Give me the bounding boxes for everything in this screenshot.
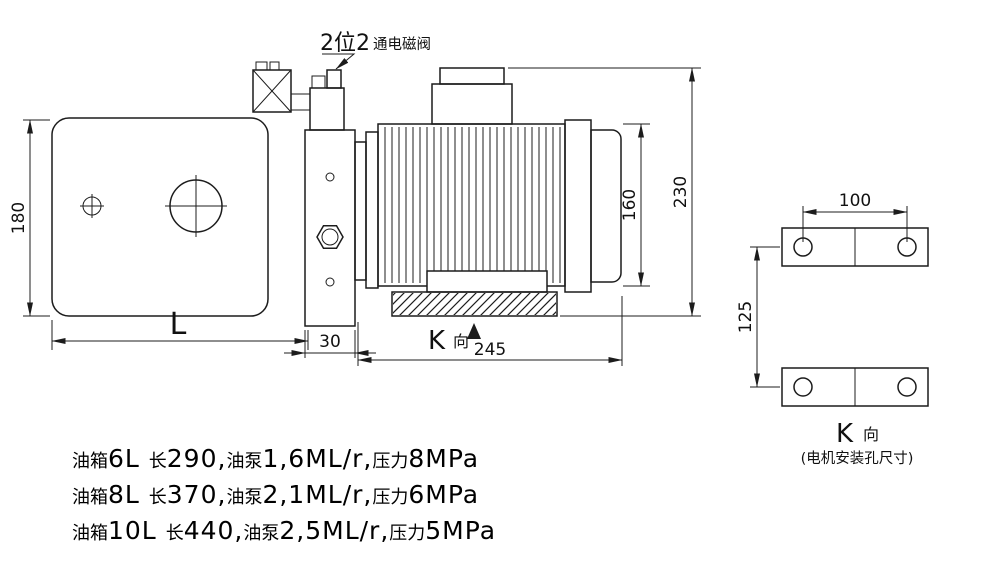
- terminal-box-cap: [439, 67, 505, 85]
- dim-row-pitch-value: 125: [736, 301, 756, 333]
- spec-text-label: 油泵: [226, 451, 263, 472]
- spec-text-value: 2,1ML/r,: [262, 480, 373, 509]
- pump-block: [304, 129, 356, 327]
- dim-overall-height-value: 230: [671, 176, 691, 208]
- view-k-letter: K: [428, 326, 446, 356]
- motor-flange: [365, 131, 379, 289]
- spec-text-label: 压力: [372, 451, 409, 472]
- spec-text-label: 长: [148, 451, 167, 472]
- pump-block-outline: [304, 129, 356, 327]
- valve-label-big: 2位2: [320, 31, 370, 56]
- motor-fins: [384, 127, 561, 283]
- k-view-caption: K 向 (电机安装孔尺寸): [801, 419, 914, 467]
- k-view-suffix: 向: [863, 425, 879, 444]
- spec-text-label: 长: [148, 487, 167, 508]
- spec-text-label: 油箱: [72, 487, 108, 508]
- base-plate-hatch: [393, 293, 556, 315]
- hex-plug-icon: [316, 224, 344, 250]
- dimension-hole-pitch: 100: [802, 191, 908, 242]
- dim-pump-width-value: 30: [319, 332, 341, 352]
- view-k-annotation: K 向: [428, 323, 481, 356]
- callout-leader: [322, 53, 356, 70]
- dim-hole-pitch-value: 100: [839, 191, 871, 211]
- level-gauge-icon: [165, 175, 227, 237]
- k-view-letter: K: [836, 419, 854, 449]
- dim-tank-height-value: 180: [9, 202, 29, 234]
- mount-hole: [793, 377, 813, 397]
- motor-foot: [426, 270, 548, 293]
- dimension-tank-height: 180: [9, 119, 50, 317]
- dimension-pump-width: 30: [284, 330, 376, 358]
- spec-text-label: 油泵: [243, 523, 280, 544]
- k-view-subtitle: (电机安装孔尺寸): [801, 450, 914, 467]
- solenoid-coil: [252, 69, 292, 113]
- tank-outline: [51, 117, 269, 317]
- k-view: 100 125 K 向 (电机安装孔尺寸): [736, 191, 929, 467]
- mounting-plate-top: [781, 227, 929, 267]
- bearing-housing: [564, 119, 592, 293]
- view-direction-arrow-icon: [467, 323, 481, 339]
- spec-line: 油箱6L 长290,油泵1,6ML/r,压力8MPa: [72, 442, 496, 478]
- spec-text-value: 2,5ML/r,: [279, 516, 390, 545]
- valve-label-small: 通电磁阀: [373, 36, 431, 53]
- spec-text-value: 440,: [183, 516, 244, 545]
- dim-motor-height-value: 160: [620, 189, 640, 221]
- spec-text-value: 10L: [108, 516, 166, 545]
- dim-motor-length-value: 245: [474, 340, 506, 360]
- motor-flange-ring: [354, 141, 367, 281]
- oil-tank: [51, 117, 269, 317]
- spec-text-label: 油泵: [226, 487, 263, 508]
- spec-text-value: 370,: [166, 480, 227, 509]
- valve-body: [309, 87, 345, 131]
- dimension-tank-length: L: [51, 307, 309, 350]
- spec-text-value: 5MPa: [425, 516, 497, 545]
- main-view: 180 L: [9, 31, 701, 366]
- spec-line: 油箱10L 长440,油泵2,5ML/r,压力5MPa: [72, 514, 496, 550]
- terminal-box: [431, 83, 513, 125]
- solenoid-valve: [252, 61, 345, 131]
- spec-text-label: 长: [165, 523, 184, 544]
- dimension-overall-height: 230: [508, 67, 701, 317]
- mounting-plate-bottom: [781, 367, 929, 407]
- dimension-motor-length: 245: [357, 296, 623, 366]
- dimension-row-pitch: 125: [736, 246, 780, 388]
- view-k-suffix: 向: [453, 332, 469, 351]
- filler-port-icon: [80, 194, 104, 218]
- valve-connector: [290, 93, 311, 111]
- spec-line: 油箱8L 长370,油泵2,1ML/r,压力6MPa: [72, 478, 496, 514]
- end-shield: [590, 129, 622, 283]
- mount-hole: [897, 377, 917, 397]
- spec-text-value: 1,6ML/r,: [262, 444, 373, 473]
- valve-callout: 2位2 通电磁阀: [320, 31, 431, 70]
- spec-text-value: 6MPa: [408, 480, 480, 509]
- spec-text-label: 油箱: [72, 523, 108, 544]
- motor: [354, 67, 622, 317]
- spec-text-label: 油箱: [72, 451, 108, 472]
- spec-text-value: 8L: [108, 480, 149, 509]
- spec-text-value: 6L: [108, 444, 149, 473]
- base-plate: [391, 291, 558, 317]
- spec-text-label: 压力: [389, 523, 426, 544]
- spec-text-value: 290,: [166, 444, 227, 473]
- dim-tank-length-symbol: L: [170, 307, 187, 342]
- dimension-motor-height: 160: [620, 123, 650, 287]
- spec-text-value: 8MPa: [408, 444, 480, 473]
- spec-text-label: 压力: [372, 487, 409, 508]
